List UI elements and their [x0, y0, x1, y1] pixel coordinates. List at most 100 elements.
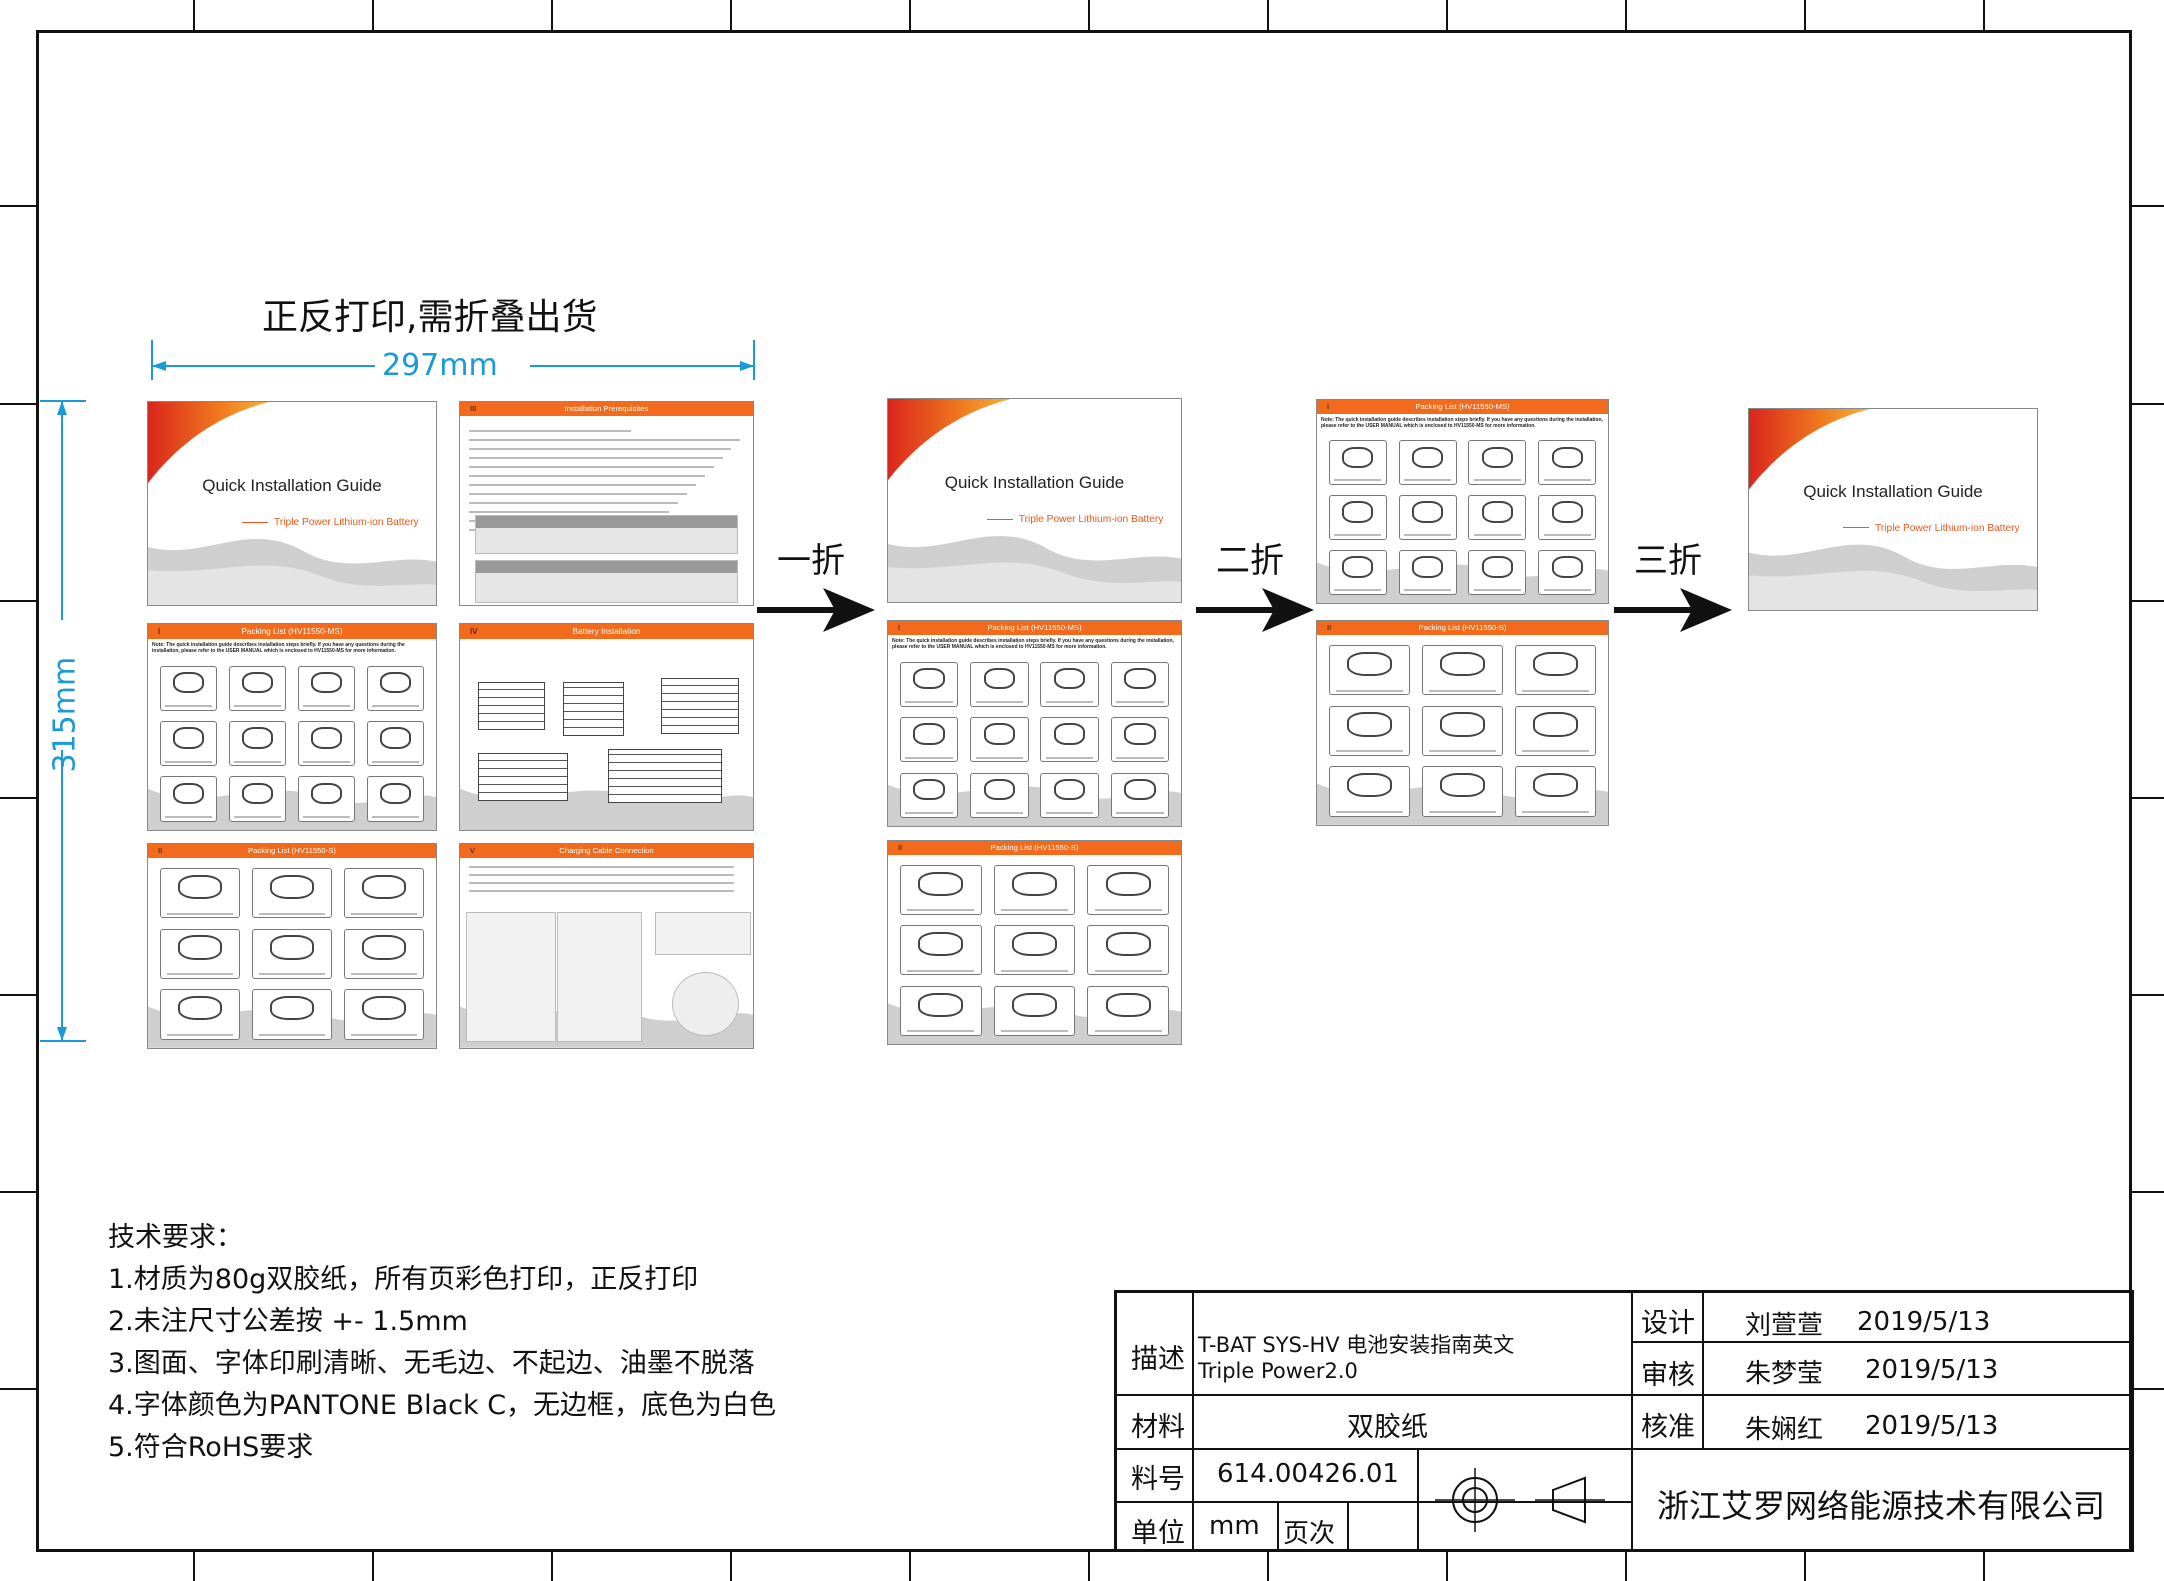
item-caption — [1094, 1029, 1162, 1032]
page-header: Installation Prerequisites — [460, 402, 753, 416]
item-illustration — [1551, 446, 1583, 468]
package-item — [251, 928, 333, 980]
item-caption — [234, 816, 281, 819]
item-grid — [159, 868, 425, 1040]
package-item — [251, 989, 333, 1040]
package-item — [1328, 495, 1387, 540]
cover-subtitle: Triple Power Lithium-ion Battery — [242, 517, 419, 528]
item-caption — [1000, 969, 1069, 972]
packing-list-s-page: Packing List (HV11550-S)II — [1316, 620, 1609, 826]
width-dimension-label: 297mm — [382, 348, 498, 383]
review-date: 2019/5/13 — [1865, 1355, 1999, 1385]
item-caption — [1094, 969, 1162, 972]
package-item — [1040, 661, 1099, 707]
text-line — [468, 890, 735, 892]
brick-wall — [607, 748, 722, 803]
battery-cabinet — [557, 911, 642, 1042]
note-box — [474, 559, 739, 603]
package-item — [159, 665, 218, 711]
package-item — [1421, 645, 1504, 696]
frame-tick — [193, 0, 195, 30]
item-caption — [1522, 750, 1589, 753]
footer-wave — [888, 784, 1181, 826]
item-illustration — [1551, 501, 1583, 523]
text-line — [468, 511, 670, 513]
page-header: Charging Cable Connection — [460, 844, 753, 858]
text-line — [468, 466, 714, 468]
item-illustration — [1481, 501, 1514, 523]
item-illustration — [1533, 712, 1578, 737]
item-caption — [259, 1033, 325, 1036]
package-item — [1110, 661, 1170, 707]
item-illustration — [1012, 992, 1057, 1017]
item-caption — [351, 912, 418, 915]
package-item — [1328, 766, 1411, 817]
page-header: Packing List (HV11550-S) — [1317, 621, 1608, 635]
fold-arrow — [757, 588, 875, 632]
item-caption — [165, 816, 212, 819]
item-caption — [1404, 534, 1452, 537]
brick-wall — [477, 752, 569, 801]
package-item — [1514, 705, 1597, 757]
page-note: Note: The quick installation guide descr… — [152, 642, 405, 654]
item-caption — [303, 760, 350, 763]
item-caption — [1543, 589, 1591, 592]
item-illustration — [1440, 773, 1485, 798]
frame-tick — [1267, 0, 1269, 30]
frame-tick — [0, 205, 36, 207]
item-illustration — [380, 727, 412, 749]
package-item — [297, 665, 356, 711]
package-item — [1040, 717, 1099, 763]
item-illustration — [1105, 992, 1151, 1017]
fold-arrow — [1614, 588, 1732, 632]
item-illustration — [918, 871, 964, 896]
item-caption — [1473, 534, 1521, 537]
item-caption — [1336, 689, 1403, 692]
package-item — [1398, 550, 1457, 595]
material-label: 材料 — [1131, 1412, 1185, 1443]
page-label: 页次 — [1283, 1519, 1336, 1549]
frame-tick — [2132, 1388, 2164, 1390]
item-illustration — [1053, 778, 1086, 801]
item-illustration — [362, 996, 407, 1021]
item-caption — [1336, 810, 1403, 813]
package-item — [993, 985, 1076, 1036]
note-bar — [475, 515, 738, 528]
item-caption — [1334, 534, 1382, 537]
brick-wall — [563, 682, 625, 737]
brick-wall — [660, 678, 740, 735]
frame-tick — [551, 1552, 553, 1581]
item-illustration — [1440, 712, 1485, 737]
packing-list-s-page: Packing List (HV11550-S)II — [147, 843, 437, 1049]
package-item — [366, 721, 425, 767]
frame-tick — [1088, 1552, 1090, 1581]
item-caption — [1334, 589, 1382, 592]
desc-label: 描述 — [1131, 1344, 1185, 1375]
item-caption — [1429, 810, 1496, 813]
page-note: Note: The quick installation guide descr… — [892, 638, 1174, 650]
item-caption — [1000, 909, 1069, 912]
item-caption — [975, 701, 1024, 704]
section-number: II — [1327, 624, 1332, 632]
package-item — [1087, 865, 1170, 916]
frame-tick — [0, 600, 36, 602]
section-number: I — [898, 624, 901, 632]
item-caption — [303, 705, 350, 708]
text-line — [468, 430, 632, 432]
frame-tick — [1804, 0, 1806, 30]
item-caption — [1522, 810, 1589, 813]
frame-tick — [2132, 994, 2164, 996]
item-grid — [899, 865, 1170, 1036]
item-caption — [372, 760, 419, 763]
frame-tick — [0, 994, 36, 996]
package-item — [899, 661, 959, 707]
frame-tick — [2132, 1191, 2164, 1193]
text-line — [468, 866, 735, 868]
item-grid — [1328, 440, 1597, 595]
frame-tick — [730, 1552, 732, 1581]
requirement-item: 2.未注尺寸公差按 +- 1.5mm — [108, 1306, 468, 1337]
item-illustration — [172, 727, 204, 749]
